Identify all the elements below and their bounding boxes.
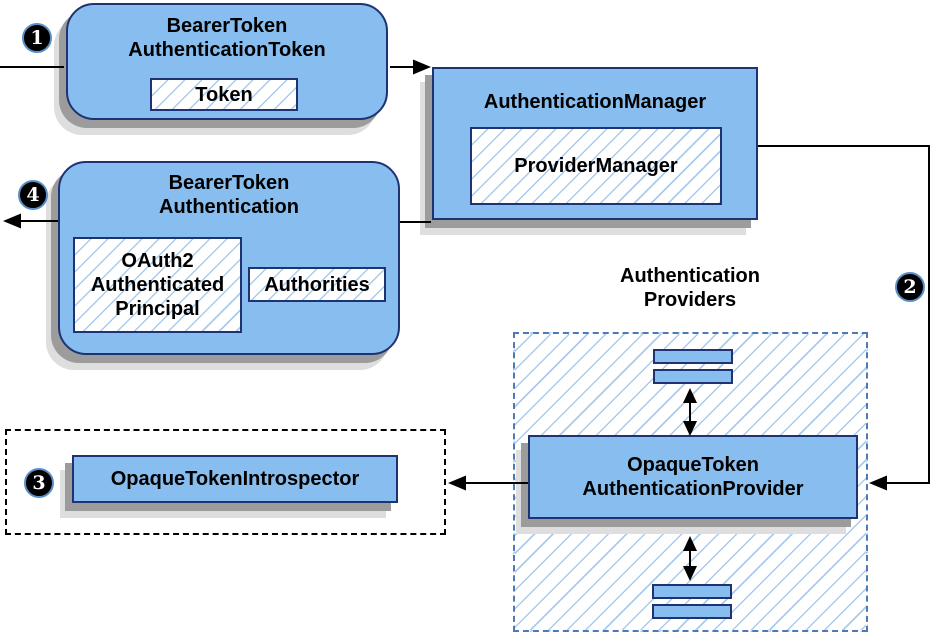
node-title-line: AuthenticationToken	[128, 39, 326, 61]
authentication-providers-label: Authentication Providers	[555, 264, 825, 312]
provider-bar	[653, 369, 733, 384]
principal-label-line: Principal	[115, 298, 200, 320]
step-badge-2: 2	[895, 272, 925, 302]
principal-label-line: OAuth2	[121, 250, 194, 272]
step-badge-3: 3	[24, 468, 54, 498]
node-title-line: BearerToken	[168, 172, 290, 194]
step-badge-1: 1	[22, 23, 52, 53]
arrowhead-left	[3, 213, 21, 229]
provider-manager-box: ProviderManager	[470, 127, 722, 205]
arrowhead-left	[448, 475, 466, 491]
arrowhead-left	[869, 475, 887, 491]
provider-bar	[652, 584, 732, 599]
principal-label-line: Authenticated	[90, 274, 225, 296]
node-opaque-token-introspector: OpaqueTokenIntrospector	[72, 455, 398, 503]
step-badge-4: 4	[18, 180, 48, 210]
token-label: Token	[195, 83, 253, 106]
providers-label-line: Authentication	[620, 265, 760, 287]
authorities-label: Authorities	[264, 273, 370, 296]
arrowhead-right	[413, 59, 431, 75]
node-title-line: OpaqueTokenIntrospector	[110, 468, 360, 490]
oauth2-authenticated-principal-box: OAuth2 Authenticated Principal	[73, 237, 242, 333]
node-title-line: Authentication	[159, 196, 299, 218]
node-title-line: OpaqueToken	[627, 454, 759, 476]
authorities-box: Authorities	[248, 267, 386, 302]
node-title-line: AuthenticationManager	[483, 91, 707, 113]
token-box: Token	[150, 78, 298, 111]
node-title-line: AuthenticationProvider	[582, 478, 804, 500]
node-opaque-token-authentication-provider: OpaqueToken AuthenticationProvider	[528, 435, 858, 519]
provider-bar	[653, 349, 733, 364]
providers-label-line: Providers	[643, 289, 737, 311]
provider-manager-label: ProviderManager	[514, 155, 678, 177]
node-title-line: BearerToken	[166, 15, 288, 37]
provider-bar	[652, 604, 732, 619]
